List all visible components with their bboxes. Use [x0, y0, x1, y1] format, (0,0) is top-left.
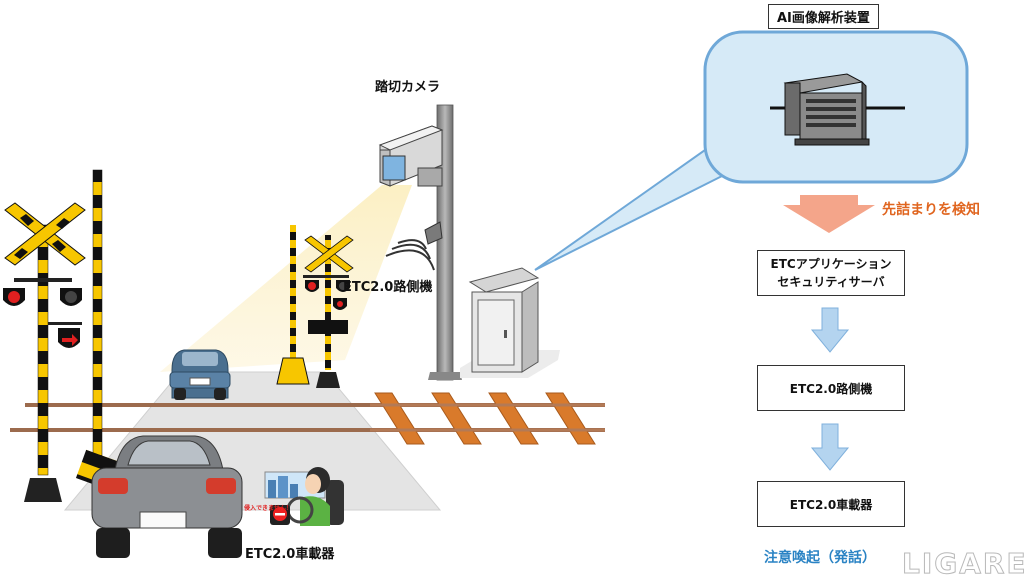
detect-label: 先詰まりを検知 — [882, 202, 980, 218]
roadside-unit-label: ETC2.0路側機 — [343, 280, 433, 295]
flow-box-server-line1: ETCアプリケーション — [770, 257, 892, 271]
stop-sign-icon — [270, 505, 290, 525]
flow-arrow-1 — [810, 307, 850, 353]
railroad-crossing-sign-icon — [3, 202, 86, 502]
flow-box-onboard: ETC2.0車載器 — [757, 481, 905, 527]
watermark-logo: LIGARE — [902, 547, 1024, 581]
far-crossing-sign — [276, 225, 354, 388]
driver-icon — [264, 467, 344, 526]
detect-arrow — [783, 195, 875, 233]
flow-box-server: ETCアプリケーション セキュリティサーバ — [757, 250, 905, 296]
flow-box-onboard-label: ETC2.0車載器 — [789, 497, 873, 512]
camera-label: 踏切カメラ — [375, 80, 441, 95]
dash-warning-text: 侵入できません！ — [244, 505, 292, 512]
roadside-cabinet — [460, 267, 560, 378]
camera-view-beam — [160, 185, 412, 372]
ai-device-title: AI画像解析装置 — [768, 4, 879, 29]
onboard-unit-label: ETC2.0車載器 — [245, 547, 335, 562]
flow-box-roadside-label: ETC2.0路側機 — [789, 381, 873, 396]
camera-icon — [378, 125, 444, 187]
crossing-barrier-pole — [75, 169, 121, 491]
antenna-icon — [424, 221, 443, 245]
flow-box-roadside: ETC2.0路側機 — [757, 365, 905, 411]
rail-tracks — [10, 392, 605, 445]
flow-box-server-line2: セキュリティサーバ — [777, 275, 885, 289]
car-icon — [91, 435, 243, 558]
server-icon — [770, 73, 905, 146]
car-icon — [169, 349, 231, 400]
flow-arrow-2 — [810, 423, 850, 471]
alert-label: 注意喚起（発話） — [764, 550, 876, 566]
